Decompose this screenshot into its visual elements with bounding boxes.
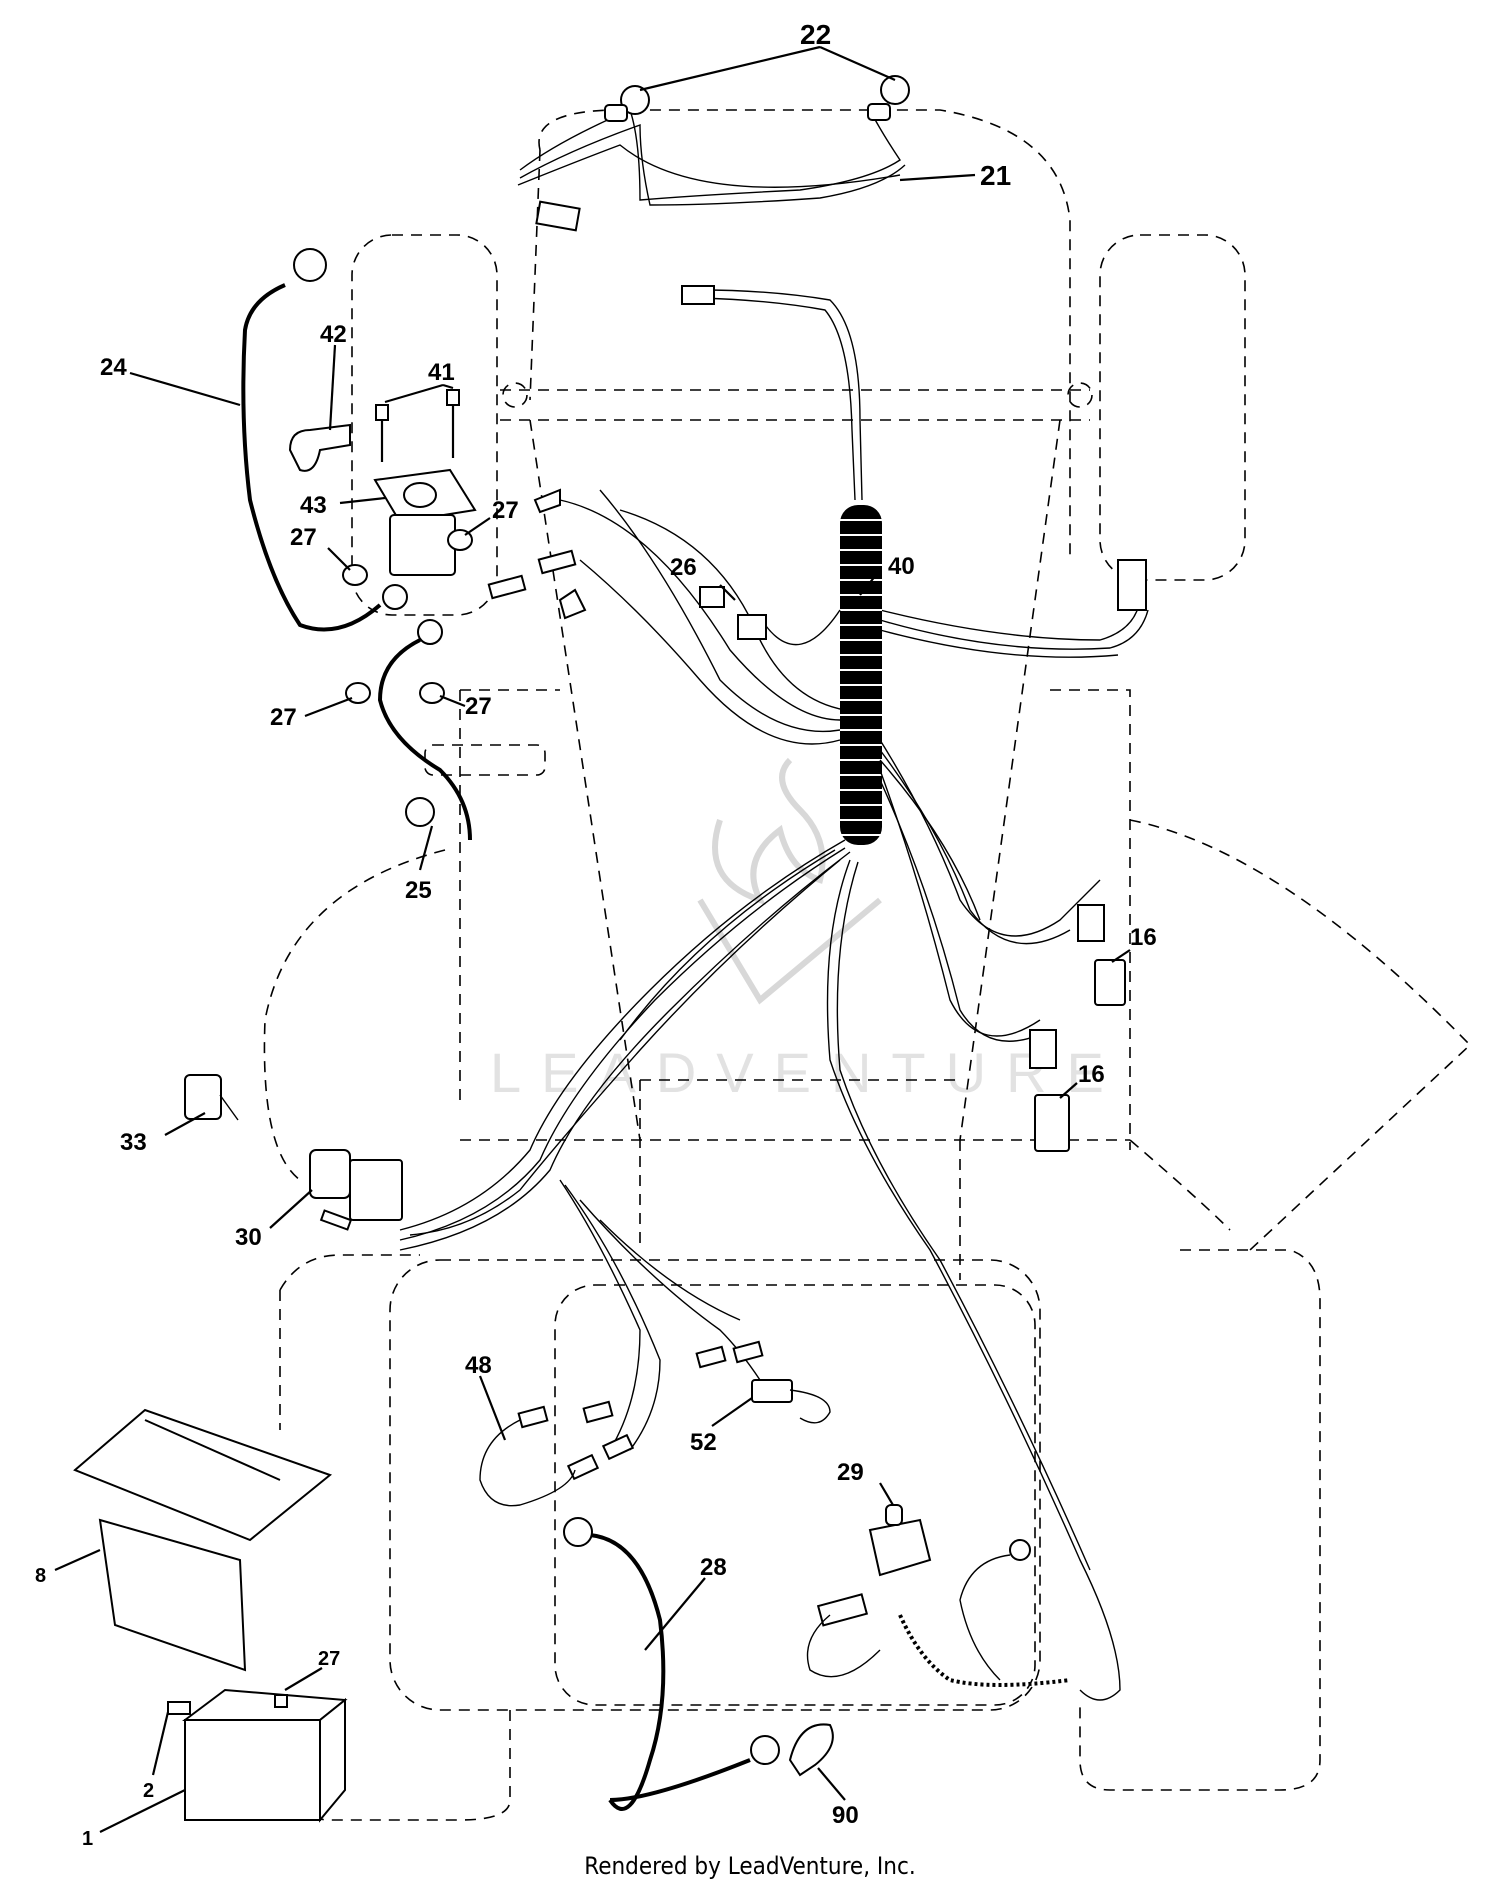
conduit-loom bbox=[840, 505, 882, 845]
callout-43: 43 bbox=[300, 492, 327, 519]
callout-28: 28 bbox=[700, 1554, 727, 1581]
leadventure-watermark: LEADVENTURE bbox=[490, 757, 1124, 1104]
cable-25-terminal bbox=[405, 797, 435, 827]
callout-16-upper: 16 bbox=[1130, 924, 1157, 951]
top-connector bbox=[681, 285, 715, 305]
watermark-text: LEADVENTURE bbox=[490, 1041, 1124, 1104]
switch-16-upper bbox=[1094, 959, 1126, 1006]
headlight-harness bbox=[517, 75, 910, 232]
fuse bbox=[699, 586, 725, 608]
battery-nut bbox=[274, 1694, 288, 1708]
fuse-holder bbox=[737, 614, 767, 640]
callout-24: 24 bbox=[100, 354, 127, 381]
bulb-connector-52 bbox=[751, 1379, 793, 1403]
callout-8: 8 bbox=[35, 1565, 46, 1587]
callout-27-lower-right: 27 bbox=[465, 693, 492, 720]
starter-solenoid-assembly bbox=[288, 389, 587, 704]
battery-assembly bbox=[73, 1408, 348, 1823]
switch-16-lower bbox=[1034, 1094, 1070, 1152]
tractor-outline bbox=[263, 109, 1472, 1821]
lower-connectors bbox=[479, 1340, 831, 1507]
connector-16-lower-plug bbox=[1029, 1029, 1057, 1069]
callout-27-right: 27 bbox=[492, 497, 519, 524]
key-body bbox=[184, 1074, 222, 1120]
callout-29: 29 bbox=[837, 1459, 864, 1486]
solenoid-body bbox=[389, 514, 456, 576]
callout-40: 40 bbox=[888, 553, 915, 580]
callout-16-lower: 16 bbox=[1078, 1061, 1105, 1088]
callout-21: 21 bbox=[980, 160, 1011, 191]
seat-switch-assembly bbox=[563, 1504, 1071, 1811]
callout-90: 90 bbox=[832, 1802, 859, 1829]
callout-27-lower-left: 27 bbox=[270, 704, 297, 731]
cable-24-terminal bbox=[293, 248, 327, 282]
battery-tray-top bbox=[73, 1408, 333, 1542]
battery-tray-body bbox=[98, 1518, 247, 1672]
callout-33: 33 bbox=[120, 1129, 147, 1156]
main-wiring-harness bbox=[399, 285, 1149, 1701]
callout-25: 25 bbox=[405, 877, 432, 904]
connector-16-upper-plug bbox=[1077, 904, 1105, 942]
callout-27-battery: 27 bbox=[318, 1648, 340, 1670]
callout-2: 2 bbox=[143, 1780, 154, 1802]
terminal-boot-90 bbox=[788, 1723, 834, 1777]
bulb-left bbox=[620, 85, 650, 115]
callout-22: 22 bbox=[800, 19, 831, 50]
nut-lower-right bbox=[419, 682, 445, 704]
battery-body bbox=[184, 1719, 321, 1821]
battery-cables-upper bbox=[241, 248, 472, 841]
callout-labels: 22 21 42 41 24 43 27 27 27 27 26 40 25 1… bbox=[35, 19, 1157, 1850]
switch-29 bbox=[868, 1518, 932, 1577]
right-connector bbox=[1117, 559, 1147, 611]
fuse-assembly bbox=[699, 586, 841, 646]
callout-27-left: 27 bbox=[290, 524, 317, 551]
safety-switches bbox=[1034, 959, 1126, 1152]
footer-credit: Rendered by LeadVenture, Inc. bbox=[584, 1852, 916, 1880]
ignition-switch-body bbox=[309, 1149, 351, 1199]
bulb-right bbox=[880, 75, 910, 105]
ignition-connector bbox=[349, 1159, 403, 1221]
battery-bolt bbox=[167, 1701, 191, 1715]
callout-42: 42 bbox=[320, 321, 347, 348]
callout-1: 1 bbox=[82, 1828, 93, 1850]
cable-28-terminal-bottom bbox=[750, 1735, 780, 1765]
callout-41: 41 bbox=[428, 359, 455, 386]
callout-48: 48 bbox=[465, 1352, 492, 1379]
callout-leaders bbox=[54, 45, 1131, 1833]
callout-52: 52 bbox=[690, 1429, 717, 1456]
headlight-connector bbox=[535, 200, 581, 232]
ignition-switch-assembly bbox=[184, 1074, 403, 1231]
callout-26: 26 bbox=[670, 554, 697, 581]
callout-30: 30 bbox=[235, 1224, 262, 1251]
cable-28-terminal-top bbox=[563, 1517, 593, 1547]
solenoid-boot bbox=[288, 423, 351, 472]
